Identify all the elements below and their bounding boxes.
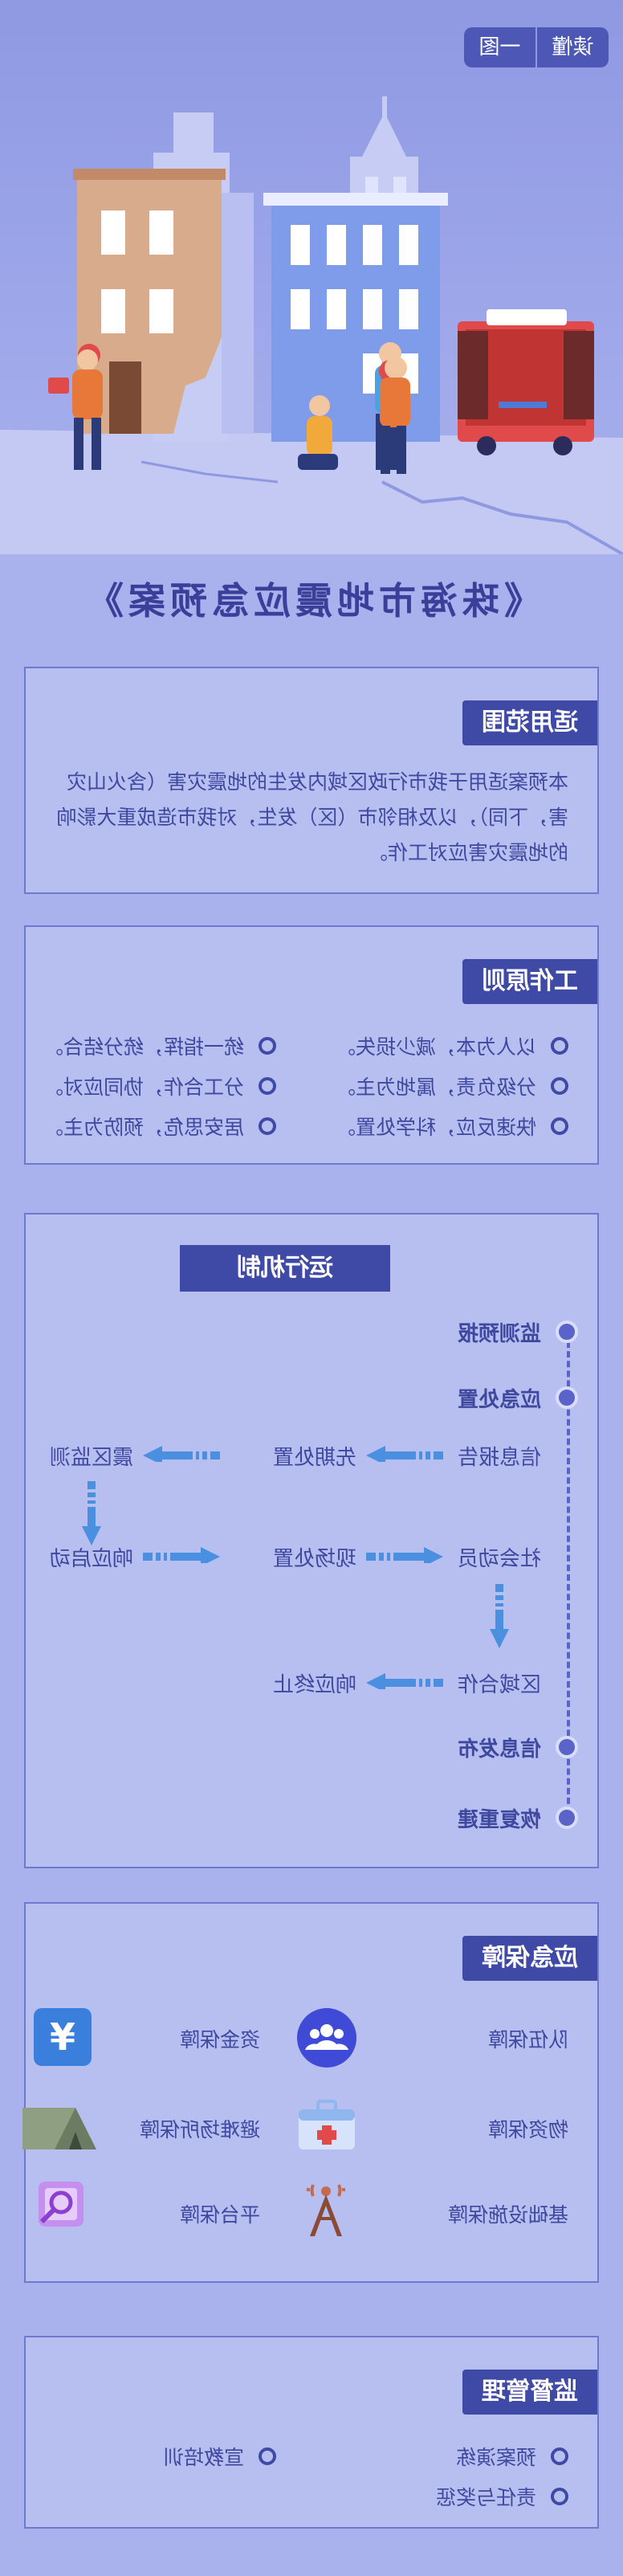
- timeline-dot: [556, 1386, 578, 1409]
- timeline-monitoring: 监测预报: [457, 1322, 541, 1346]
- timeline-rebuild: 恢复重建: [457, 1808, 541, 1832]
- guarantee-item: 基础设施保障: [447, 2203, 568, 2227]
- guarantee-item: 避难场所保障: [139, 2118, 260, 2141]
- arrow-left-icon: [366, 1547, 443, 1563]
- bullet-icon: [259, 2447, 276, 2465]
- mechanism-heading: 运行机制: [180, 1245, 390, 1292]
- principles-heading: 工作原则: [462, 959, 597, 1004]
- principle-item: 分工合作，协同应对。: [43, 1072, 276, 1100]
- bullet-icon: [551, 1077, 568, 1095]
- supervision-card: 监督管理 预案演练 宣教培训 责任与奖惩: [24, 2336, 599, 2529]
- flow-info-report: 信息报告: [457, 1446, 541, 1470]
- principle-item: 以人为本，减少损失。: [336, 1031, 568, 1060]
- arrow-right-icon: [143, 1446, 220, 1462]
- tent-icon: [22, 2108, 96, 2149]
- scope-card: 适用范围 本预案适用于我市行政区域内发生的地震灾害（含火山灾害，下同），以及相邻…: [24, 667, 599, 894]
- arrow-right-icon: [366, 1446, 443, 1462]
- header-tag: 读懂 一图: [464, 27, 609, 67]
- timeline-disposal: 应急处置: [457, 1388, 541, 1412]
- flow-social-mobilization: 社会动员: [457, 1547, 541, 1571]
- flow-response-end: 响应终止: [272, 1673, 356, 1697]
- arrow-right-icon: [366, 1673, 443, 1689]
- supervision-item: 责任与奖惩: [436, 2482, 568, 2511]
- timeline-dot: [556, 1806, 578, 1829]
- flow-quake-monitoring: 震区监测: [49, 1446, 133, 1470]
- bullet-icon: [551, 2488, 568, 2505]
- guarantee-item: 平台保障: [179, 2203, 260, 2227]
- header-tag-left: 一图: [464, 27, 537, 67]
- scope-heading: 适用范围: [462, 700, 597, 745]
- flow-onsite-response: 现场处置: [272, 1547, 356, 1571]
- guarantee-heading: 应急保障: [462, 1936, 597, 1981]
- bullet-icon: [551, 1037, 568, 1055]
- guarantee-item: 物资保障: [487, 2118, 568, 2141]
- bullet-icon: [259, 1117, 276, 1135]
- principle-item: 快速反应，科学处置。: [336, 1112, 568, 1141]
- yuan-icon: ¥: [34, 2008, 92, 2066]
- flow-initial-response: 先期处置: [272, 1446, 356, 1470]
- principle-item: 分级负责，属地为主。: [336, 1072, 568, 1100]
- page-title: 《珠海市地震应急预案》: [82, 579, 541, 623]
- supplies-icon: [299, 2100, 355, 2149]
- flow-response-start: 响应启动: [49, 1547, 133, 1571]
- arrow-down-icon: [82, 1481, 101, 1545]
- principles-card: 工作原则 以人为本，减少损失。 统一指挥，统分结合。 分级负责，属地为主。 分工…: [24, 925, 599, 1165]
- flow-regional-coop: 区域合作: [457, 1673, 541, 1697]
- supervision-item: 预案演练: [456, 2442, 568, 2471]
- supervision-item: 宣教培训: [164, 2442, 276, 2471]
- guarantee-card: 应急保障 队伍保障 资金保障 ¥ 物资保障 避难场所保障 基础设施保障: [22, 1902, 599, 2283]
- principle-item: 居安思危，预防为主。: [43, 1112, 276, 1141]
- header-tag-right: 读懂: [552, 35, 594, 59]
- principle-item: 统一指挥，统分结合。: [43, 1031, 276, 1060]
- bullet-icon: [551, 2447, 568, 2465]
- mechanism-card: 运行机制 监测预报 应急处置 信息发布 恢复重建 信息报告 先期处置 震区监测 …: [24, 1213, 599, 1868]
- bullet-icon: [551, 1117, 568, 1135]
- arrow-down-icon: [490, 1584, 509, 1648]
- bullet-icon: [259, 1037, 276, 1055]
- platform-icon: [39, 2182, 83, 2227]
- tower-icon: [306, 2184, 346, 2236]
- hero-illustration: 读懂 一图: [0, 0, 623, 554]
- guarantee-item: 队伍保障: [487, 2028, 568, 2051]
- earthquake-scene-illustration: [0, 96, 623, 554]
- timeline-release: 信息发布: [457, 1737, 541, 1762]
- arrow-left-icon: [143, 1547, 220, 1563]
- scope-text: 本预案适用于我市行政区域内发生的地震灾害（含火山灾害，下同），以及相邻市（区）发…: [56, 770, 568, 864]
- guarantee-item: 资金保障: [179, 2028, 260, 2051]
- supervision-heading: 监督管理: [462, 2370, 597, 2415]
- bullet-icon: [259, 1077, 276, 1095]
- timeline-dot: [556, 1736, 578, 1758]
- timeline-dot: [556, 1321, 578, 1343]
- team-icon: [297, 2008, 356, 2068]
